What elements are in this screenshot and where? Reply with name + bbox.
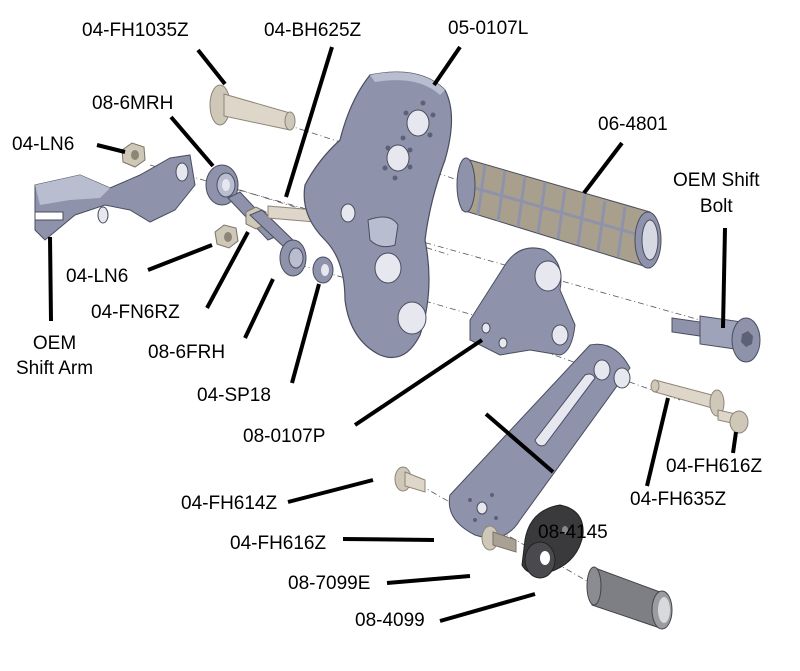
leader-grip bbox=[582, 141, 624, 195]
leader-bh625z bbox=[284, 46, 334, 198]
leader-fh614z bbox=[287, 478, 374, 504]
shift-lever bbox=[448, 343, 631, 539]
label-lever: 08-4145 bbox=[538, 522, 608, 543]
leader-lever bbox=[484, 412, 555, 474]
label-sp18: 04-SP18 bbox=[197, 385, 271, 406]
leader-fh616z-left bbox=[342, 537, 435, 542]
label-oem-bolt-line1: OEM Shift bbox=[673, 170, 760, 191]
main-plate bbox=[303, 71, 453, 359]
leader-fn6rz bbox=[205, 231, 250, 309]
label-fh614z: 04-FH614Z bbox=[181, 493, 278, 514]
oem-shift-bolt bbox=[671, 315, 761, 363]
leader-lines bbox=[48, 45, 738, 623]
bolt-fh614z bbox=[394, 466, 426, 493]
label-fh635z: 04-FH635Z bbox=[630, 489, 727, 510]
spacer-tube bbox=[586, 566, 673, 630]
leader-ln6-mid bbox=[147, 243, 213, 272]
spacer-sp18 bbox=[312, 256, 334, 284]
eccentric-cam bbox=[521, 504, 584, 579]
label-eccentric: 08-7099E bbox=[288, 573, 371, 594]
label-fh1035z: 04-FH1035Z bbox=[82, 20, 189, 41]
leader-plate bbox=[432, 45, 462, 87]
bolt-fh635z bbox=[650, 379, 725, 417]
oem-shift-arm bbox=[34, 154, 196, 241]
leader-sp18 bbox=[290, 283, 321, 384]
label-ln6-top: 04-LN6 bbox=[12, 134, 75, 155]
label-oem-arm-line2: Shift Arm bbox=[16, 358, 94, 379]
label-fh616z-left: 04-FH616Z bbox=[230, 533, 327, 554]
leader-oem-bolt bbox=[721, 227, 727, 329]
label-mrh: 08-6MRH bbox=[92, 93, 174, 114]
bolt-fh1035z bbox=[209, 84, 296, 131]
rod-end-frh bbox=[249, 209, 307, 277]
lock-nut-mid bbox=[214, 224, 239, 249]
label-oem-arm: OEM Shift Arm bbox=[16, 333, 93, 379]
leader-spacer bbox=[439, 592, 536, 623]
leader-frh bbox=[243, 278, 275, 339]
lock-nut-top bbox=[121, 142, 146, 168]
label-plate: 05-0107L bbox=[448, 18, 529, 39]
peg-mount bbox=[469, 247, 576, 356]
leader-mrh bbox=[169, 115, 215, 168]
label-peg-mount: 08-0107P bbox=[243, 426, 326, 447]
label-oem-bolt: OEM Shift Bolt bbox=[673, 170, 760, 217]
label-bh625z: 04-BH625Z bbox=[264, 20, 362, 41]
label-fn6rz: 04-FN6RZ bbox=[91, 302, 180, 323]
label-ln6-mid: 04-LN6 bbox=[66, 266, 129, 287]
leader-oem-arm bbox=[48, 236, 53, 322]
leader-fh635z bbox=[645, 397, 670, 487]
axis-line bbox=[469, 324, 681, 401]
label-spacer: 08-4099 bbox=[355, 610, 425, 631]
leader-peg-mount bbox=[353, 338, 484, 427]
label-oem-bolt-line2: Bolt bbox=[699, 196, 733, 217]
leader-ln6-top bbox=[96, 143, 126, 154]
leader-eccentric bbox=[386, 574, 471, 585]
foot-peg-grip bbox=[456, 157, 662, 269]
leader-fh616z-right bbox=[731, 431, 738, 454]
leader-fh1035z bbox=[196, 48, 227, 86]
label-fh616z-right: 04-FH616Z bbox=[666, 456, 763, 477]
label-grip: 06-4801 bbox=[598, 114, 668, 135]
bolt-fh616z-right bbox=[717, 409, 749, 434]
label-frh: 08-6FRH bbox=[148, 342, 226, 363]
label-oem-arm-line1: OEM bbox=[32, 333, 77, 354]
bolt-fh616z-left bbox=[481, 525, 517, 553]
